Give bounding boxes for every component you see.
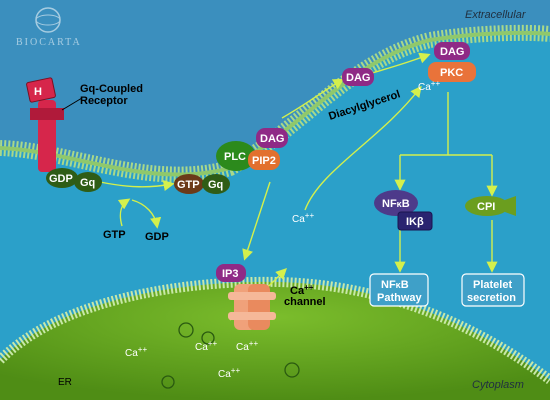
ca-er-4: Ca++ <box>218 366 240 380</box>
arrow-pip2-to-ip3 <box>242 181 271 261</box>
pkc-node <box>428 62 476 82</box>
label-extracellular: Extracellular <box>465 9 527 21</box>
gq-coupled-receptor: H Gq-Coupled Receptor <box>26 77 143 172</box>
arrow-dag-pip-to-mid <box>281 78 345 119</box>
plc-node <box>216 141 256 171</box>
ca-cytoplasm-label: Ca++ <box>292 211 314 225</box>
ip3-node <box>216 264 246 282</box>
ca-channel: Ca++ channel <box>228 283 326 330</box>
biocarta-logo: BIOCARTA <box>16 7 82 48</box>
nfkb-node <box>374 190 418 216</box>
pkc-complex: DAG PKC Ca++ <box>418 42 476 93</box>
svg-text:CPI: CPI <box>477 201 495 213</box>
pip2-node <box>248 150 280 170</box>
svg-text:secretion: secretion <box>467 292 516 304</box>
output-platelet-secretion: Platelet secretion <box>461 273 525 307</box>
cpi-node: CPI <box>465 196 516 216</box>
arrow-ca-to-dag <box>304 85 422 211</box>
gq-inactive-complex: GDP Gq <box>46 168 102 192</box>
gq-node-inactive <box>74 172 102 192</box>
gq-active-complex: GTP Gq <box>174 174 230 194</box>
gdp-node <box>46 168 78 188</box>
label-gdp-free: GDP <box>145 231 169 243</box>
label-er: ER <box>58 377 72 388</box>
svg-text:DAG: DAG <box>346 72 370 84</box>
svg-text:PIP2: PIP2 <box>252 155 276 167</box>
gq-node-active <box>202 174 230 194</box>
label-cytoplasm: Cytoplasm <box>472 379 524 391</box>
logo-text: BIOCARTA <box>16 37 82 48</box>
svg-text:IKβ: IKβ <box>406 216 424 228</box>
dag-mid-node <box>342 68 374 86</box>
hormone-ligand <box>26 77 56 103</box>
svg-text:IP3: IP3 <box>222 268 239 280</box>
receptor-label-line1: Gq-Coupled <box>80 83 143 95</box>
svg-text:NFκB: NFκB <box>382 198 410 210</box>
channel-label-line2: channel <box>284 296 326 308</box>
ca-er-1: Ca++ <box>125 345 147 359</box>
endoplasmic-reticulum <box>0 276 550 400</box>
svg-text:NFκB: NFκB <box>381 279 409 291</box>
svg-text:PLC: PLC <box>224 151 246 163</box>
svg-text:DAG: DAG <box>260 133 284 145</box>
er-calcium-stores <box>161 322 300 389</box>
gtp-node <box>174 174 204 194</box>
svg-text:GTP: GTP <box>177 179 200 191</box>
ca-pkc-label: Ca++ <box>418 79 440 93</box>
pkc-branch <box>394 92 498 197</box>
svg-text:GDP: GDP <box>49 173 73 185</box>
svg-text:Gq: Gq <box>80 177 95 189</box>
arrow-gtp-up <box>117 198 131 227</box>
receptor-label-line2: Receptor <box>80 95 128 107</box>
svg-text:Platelet: Platelet <box>473 279 512 291</box>
svg-text:PKC: PKC <box>440 67 463 79</box>
output-nfkb-pathway: NFκB Pathway <box>369 273 429 307</box>
plasma-membrane <box>0 24 550 183</box>
ligand-label: H <box>34 86 42 98</box>
dag-membrane-node <box>256 128 288 148</box>
svg-text:DAG: DAG <box>440 46 464 58</box>
ca-er-2: Ca++ <box>195 339 217 353</box>
arrows <box>99 52 498 321</box>
dag-top-node <box>434 42 470 60</box>
channel-label-line1: Ca++ <box>290 283 314 297</box>
ca-er-3: Ca++ <box>236 339 258 353</box>
svg-text:Pathway: Pathway <box>377 292 423 304</box>
label-gtp-free: GTP <box>103 229 126 241</box>
svg-text:Gq: Gq <box>208 179 223 191</box>
arrow-gq-to-active <box>99 179 175 192</box>
arrow-gdp-down <box>131 199 162 229</box>
plc-complex: PLC PIP2 DAG <box>216 128 288 171</box>
ikb-node <box>397 211 433 231</box>
arrow-dag-mid-to-top <box>371 52 431 74</box>
nfkb-ikb-complex: NFκB IKβ <box>374 190 433 231</box>
